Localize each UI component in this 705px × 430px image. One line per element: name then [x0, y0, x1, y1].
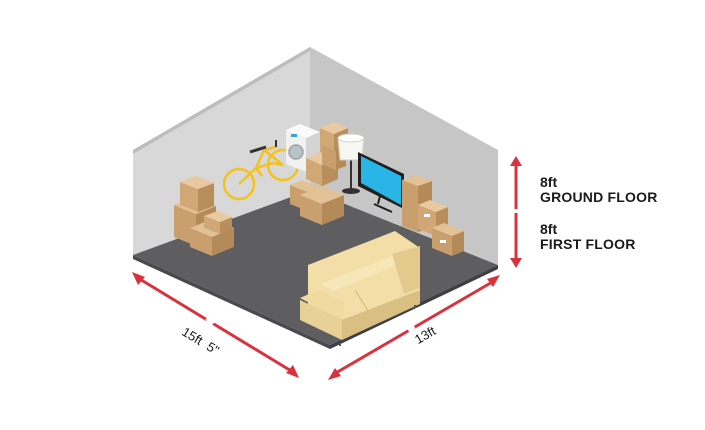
depth-arrow	[328, 275, 500, 380]
sofa	[300, 231, 420, 346]
ground-floor-label: GROUND FLOOR	[540, 189, 658, 205]
box-stack-middle	[290, 122, 348, 225]
floor-left-edge	[133, 255, 330, 349]
first-floor-label: FIRST FLOOR	[540, 236, 636, 252]
back-wall-right	[310, 47, 498, 265]
width-arrow	[132, 272, 299, 378]
floor-lamp	[337, 133, 365, 194]
first-floor-height: 8ft	[540, 221, 558, 237]
height-arrow	[510, 156, 522, 268]
ground-floor-height: 8ft	[540, 174, 558, 190]
wall-top-edge-left	[133, 47, 310, 154]
television	[358, 152, 404, 213]
box-stack-right	[402, 175, 464, 256]
box-stack-left	[174, 176, 234, 256]
back-wall-left	[133, 47, 310, 255]
